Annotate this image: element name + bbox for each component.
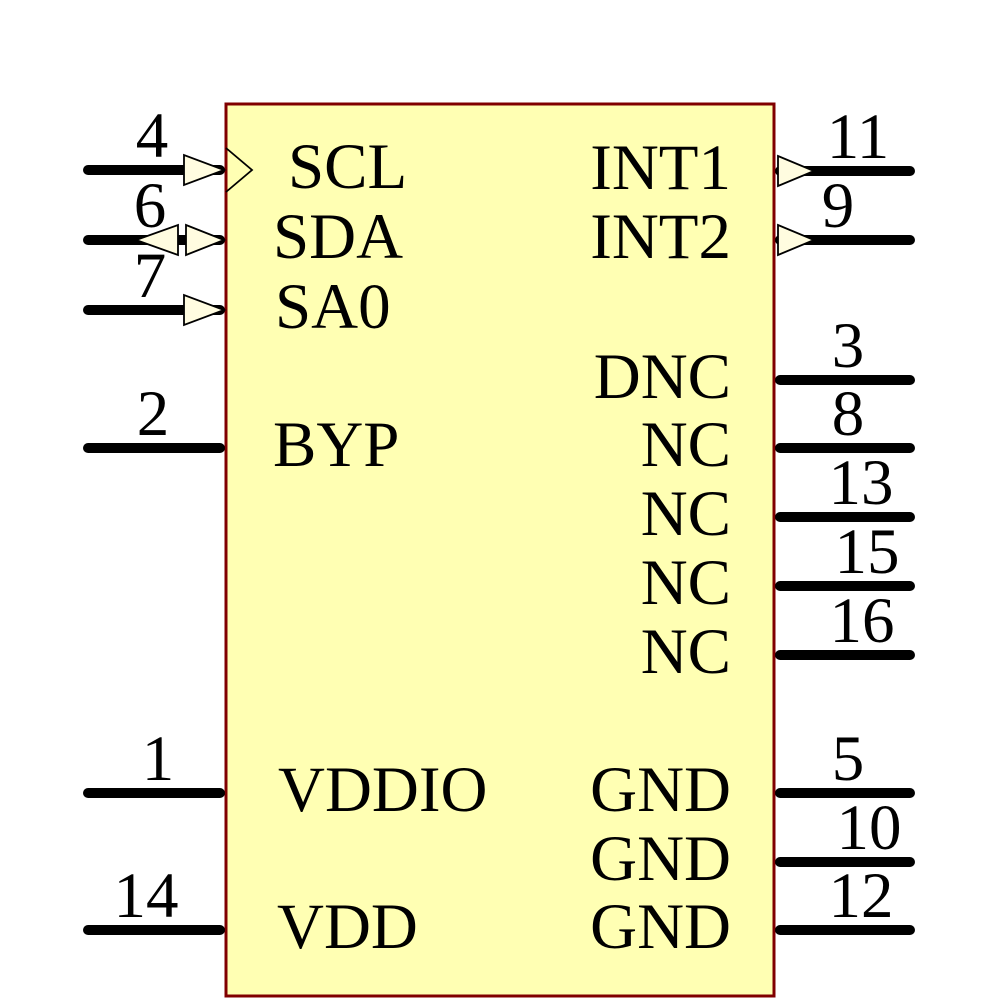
bidirectional-arrow-right-icon <box>185 223 227 257</box>
pin-number-1: 1 <box>141 723 175 795</box>
pin-number-3: 3 <box>831 310 865 382</box>
bidirectional-arrow-left-icon <box>133 223 179 257</box>
input-arrow-icon <box>183 153 227 187</box>
pin-label-sda: SDA <box>273 201 404 273</box>
pin-number-2: 2 <box>136 378 170 450</box>
pin-number-8: 8 <box>831 378 865 450</box>
pin-number-6: 6 <box>133 170 167 242</box>
pin-number-5: 5 <box>831 723 865 795</box>
pin-label-vdd: VDD <box>277 891 418 963</box>
symbol-body <box>224 102 776 998</box>
input-arrow-icon <box>183 293 227 327</box>
pin-label-scl: SCL <box>288 131 408 203</box>
pin-label-int1: INT1 <box>590 132 731 204</box>
pin-label-nc-8: NC <box>640 409 731 481</box>
pin-number-11: 11 <box>826 101 890 173</box>
clock-chevron-icon <box>225 147 254 193</box>
pin-number-15: 15 <box>834 516 900 588</box>
pin-direction-arrows <box>133 147 817 327</box>
pin-label-dnc: DNC <box>593 341 731 413</box>
pin-number-7: 7 <box>133 240 167 312</box>
output-arrow-icon <box>777 223 817 257</box>
pin-number-10: 10 <box>836 792 902 864</box>
pin-number-14: 14 <box>113 860 179 932</box>
pin-label-gnd-10: GND <box>590 823 731 895</box>
output-arrow-icon <box>777 154 817 188</box>
pin-label-int2: INT2 <box>590 201 731 273</box>
pin-number-9: 9 <box>821 170 855 242</box>
pin-number-16: 16 <box>829 585 895 657</box>
pin-label-nc-16: NC <box>640 616 731 688</box>
pin-label-byp: BYP <box>273 409 400 481</box>
pin-label-nc-13: NC <box>640 478 731 550</box>
pin-number-12: 12 <box>828 860 894 932</box>
right-pin-wires <box>775 166 915 935</box>
pin-label-gnd-5: GND <box>590 754 731 826</box>
pin-number-4: 4 <box>135 100 169 172</box>
pin-label-sa0: SA0 <box>275 271 391 343</box>
pin-label-vddio: VDDIO <box>278 754 488 826</box>
pin-label-gnd-12: GND <box>590 891 731 963</box>
pin-label-nc-15: NC <box>640 547 731 619</box>
pin-number-13: 13 <box>828 447 894 519</box>
